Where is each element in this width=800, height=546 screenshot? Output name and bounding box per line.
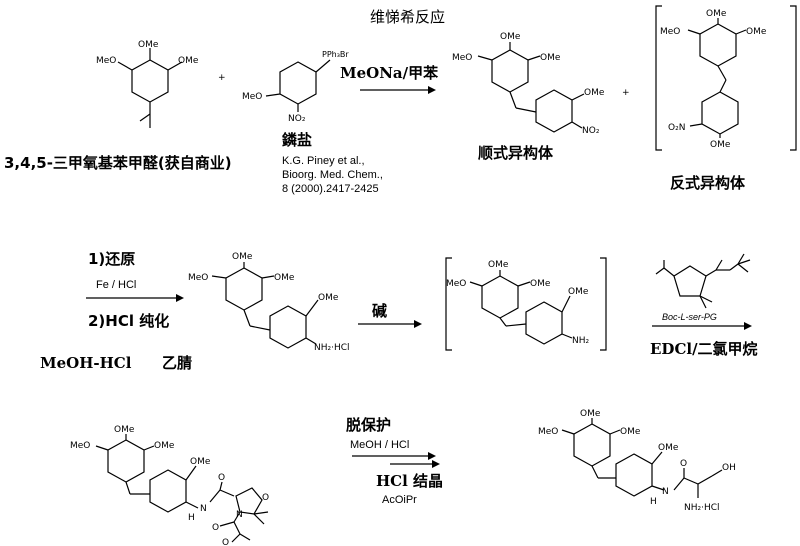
solvent-meoh-hcl: MeOH-HCl <box>40 354 132 372</box>
cis-label-ome-right: OMe <box>540 53 561 63</box>
aldehyde-label-ome-right: OMe <box>178 56 199 66</box>
protected-label-h: H <box>188 513 195 523</box>
cis-label-no2: NO₂ <box>582 126 600 136</box>
cis-label-ome-b: OMe <box>584 88 605 98</box>
trans-label-ome-right: OMe <box>746 27 767 37</box>
salt-label-meo: MeO <box>188 273 208 283</box>
amine-label-meo: MeO <box>446 279 466 289</box>
boc-serine-reagent-structure <box>655 253 751 309</box>
free-amine-structure: OMe MeO OMe OMe NH₂ <box>446 260 590 346</box>
cis-label-meo: MeO <box>452 53 472 63</box>
step-reduction-reagent: Fe / HCl <box>96 279 136 291</box>
product-label-o: O <box>680 459 687 469</box>
amine-label-ome-b: OMe <box>568 287 589 297</box>
trans-bracket-left <box>655 5 662 151</box>
protected-label-n-ring: N <box>236 510 243 520</box>
product-label-meo: MeO <box>538 427 558 437</box>
plus-sign-1: + <box>218 73 226 83</box>
product-label-n: N <box>662 487 669 497</box>
aldehyde-caption: 3,4,5-三甲氧基苯甲醛(获自商业) <box>4 154 232 172</box>
phosphonium-caption: 鏻盐 <box>282 131 312 149</box>
protected-label-o-carbonyl: O <box>218 473 225 483</box>
salt-label-ome-right: OMe <box>274 273 295 283</box>
free-amine-bracket-right <box>600 257 607 351</box>
cis-isomer-structure: OMe MeO OMe OMe NO₂ <box>452 32 605 136</box>
boc-reagent-label: Boc-L-ser-PG <box>662 312 717 322</box>
protected-amide-structure: OMe MeO OMe OMe H N O O N O O <box>70 425 269 546</box>
coupling-conditions-label: EDCl/二氯甲烷 <box>650 340 758 358</box>
solvent-acetonitrile: 乙腈 <box>162 354 192 372</box>
reaction-arrow-2-head <box>176 294 184 302</box>
base-label: 碱 <box>372 302 387 320</box>
salt-label-ome-b: OMe <box>318 293 339 303</box>
plus-sign-2: + <box>622 88 630 98</box>
protected-label-n-amide: N <box>200 504 207 514</box>
phosphonium-group-label: PPh₃Br <box>322 50 349 59</box>
reference-line-3: 8 (2000).2417-2425 <box>282 183 379 195</box>
aldehyde-label-ome-top: OMe <box>138 40 159 50</box>
reference-line-1: K.G. Piney et al., <box>282 155 365 167</box>
reaction-arrow-5b-head <box>432 460 440 468</box>
aldehyde-structure: OMe MeO OMe <box>96 40 199 128</box>
product-label-ome-top: OMe <box>580 409 601 419</box>
product-label-ome-right: OMe <box>620 427 641 437</box>
protected-label-o-ring: O <box>262 493 269 503</box>
reference-line-2: Bioorg. Med. Chem., <box>282 169 383 181</box>
trans-label-ome-top: OMe <box>706 9 727 19</box>
protected-label-ome-right: OMe <box>154 441 175 451</box>
cis-isomer-caption: 顺式异构体 <box>478 144 554 162</box>
protected-label-o-boc-ester: O <box>222 538 229 546</box>
aldehyde-label-meo-left: MeO <box>96 56 116 66</box>
free-amine-bracket-left <box>445 257 452 351</box>
trans-isomer-structure: OMe MeO OMe O₂N OMe <box>660 9 767 150</box>
protected-label-meo: MeO <box>70 441 90 451</box>
amine-hcl-salt-structure: OMe MeO OMe OMe NH₂·HCl <box>188 252 350 353</box>
trans-label-o2n: O₂N <box>668 123 685 133</box>
crystallization-label: HCl 结晶 <box>376 472 443 490</box>
amine-label-ome-top: OMe <box>488 260 509 270</box>
phosphonium-label-meo: MeO <box>242 92 262 102</box>
final-product-structure: OMe MeO OMe OMe H N O OH NH₂·HCl <box>538 409 736 513</box>
protected-label-ome-b: OMe <box>190 457 211 467</box>
trans-bracket-right <box>790 5 797 151</box>
reaction-arrow-5-head <box>428 452 436 460</box>
cis-label-ome-top: OMe <box>500 32 521 42</box>
phosphonium-label-no2: NO₂ <box>288 114 306 124</box>
protected-label-o-boc-carbonyl: O <box>212 523 219 533</box>
deprotection-reagent: MeOH / HCl <box>350 439 409 451</box>
step-hcl-purify-label: 2)HCl 纯化 <box>88 312 169 330</box>
phosphonium-salt-structure: PPh₃Br MeO NO₂ <box>242 50 349 124</box>
protected-label-ome-top: OMe <box>114 425 135 435</box>
salt-label-nh2-hcl: NH₂·HCl <box>314 343 350 353</box>
deprotection-label: 脱保护 <box>346 416 391 434</box>
wittig-reagent-label: MeONa/甲苯 <box>340 64 439 82</box>
product-label-nh2-hcl: NH₂·HCl <box>684 503 720 513</box>
trans-label-meo: MeO <box>660 27 680 37</box>
amine-label-nh2: NH₂ <box>572 336 590 346</box>
reaction-arrow-4-head <box>744 322 752 330</box>
salt-label-ome-top: OMe <box>232 252 253 262</box>
trans-label-ome-bottom: OMe <box>710 140 731 150</box>
product-label-ome-b: OMe <box>658 443 679 453</box>
reaction-arrow-3-head <box>414 320 422 328</box>
product-label-h: H <box>650 497 657 507</box>
scheme-title: 维悌希反应 <box>370 8 445 26</box>
crystallization-solvent: AcOiPr <box>382 494 417 506</box>
product-label-oh: OH <box>722 463 736 473</box>
trans-isomer-caption: 反式异构体 <box>670 174 746 192</box>
amine-label-ome-right: OMe <box>530 279 551 289</box>
reaction-arrow-1-head <box>428 86 436 94</box>
step-reduction-label: 1)还原 <box>88 250 135 268</box>
